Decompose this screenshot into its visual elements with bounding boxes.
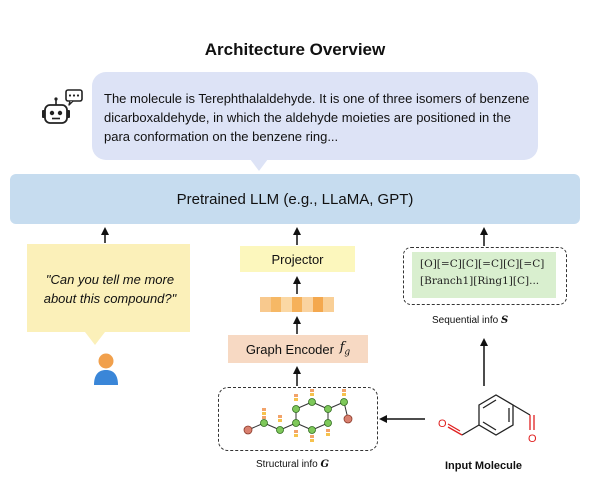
llm-response-text: The molecule is Terephthalaldehyde. It i… xyxy=(104,91,530,144)
oxygen-atom-left: O xyxy=(438,418,447,430)
llm-response-bubble xyxy=(92,72,538,160)
graph-encoder-block: Graph Encoder fg xyxy=(228,335,368,363)
structural-info-label: Structural info G xyxy=(256,459,330,470)
graph-encoder-symbol: fg xyxy=(339,340,351,358)
input-molecule-label: Input Molecule xyxy=(445,460,522,472)
user-icon xyxy=(94,353,118,385)
user-question-bubble-tail xyxy=(85,332,105,345)
token-embedding-strip xyxy=(260,297,335,312)
graph-encoder-label: Graph Encoder xyxy=(245,341,338,357)
llm-response-bubble-tail xyxy=(250,159,268,171)
oxygen-atom-right: O xyxy=(528,433,537,445)
pretrained-llm-label: Pretrained LLM (e.g., LLaMA, GPT) xyxy=(176,190,414,208)
projector-label: Projector xyxy=(271,251,324,267)
input-molecule-structure: O O xyxy=(438,394,537,445)
molecular-graph xyxy=(243,389,353,442)
pretrained-llm-block: Pretrained LLM (e.g., LLaMA, GPT) xyxy=(10,174,580,224)
page-title: Architecture Overview xyxy=(204,40,386,59)
user-question-text: "Can you tell me more about this compoun… xyxy=(43,272,177,306)
selfies-sequence: [O][=C][C][=C][C][=C][Branch1][Ring1][C]… xyxy=(412,252,556,298)
structural-info-box xyxy=(218,387,378,451)
sequential-info-label: Sequential info S xyxy=(432,315,509,326)
robot-chat-icon xyxy=(42,89,83,124)
projector-block: Projector xyxy=(240,246,355,272)
sequential-info-box xyxy=(403,247,567,305)
user-question-bubble xyxy=(27,244,190,332)
